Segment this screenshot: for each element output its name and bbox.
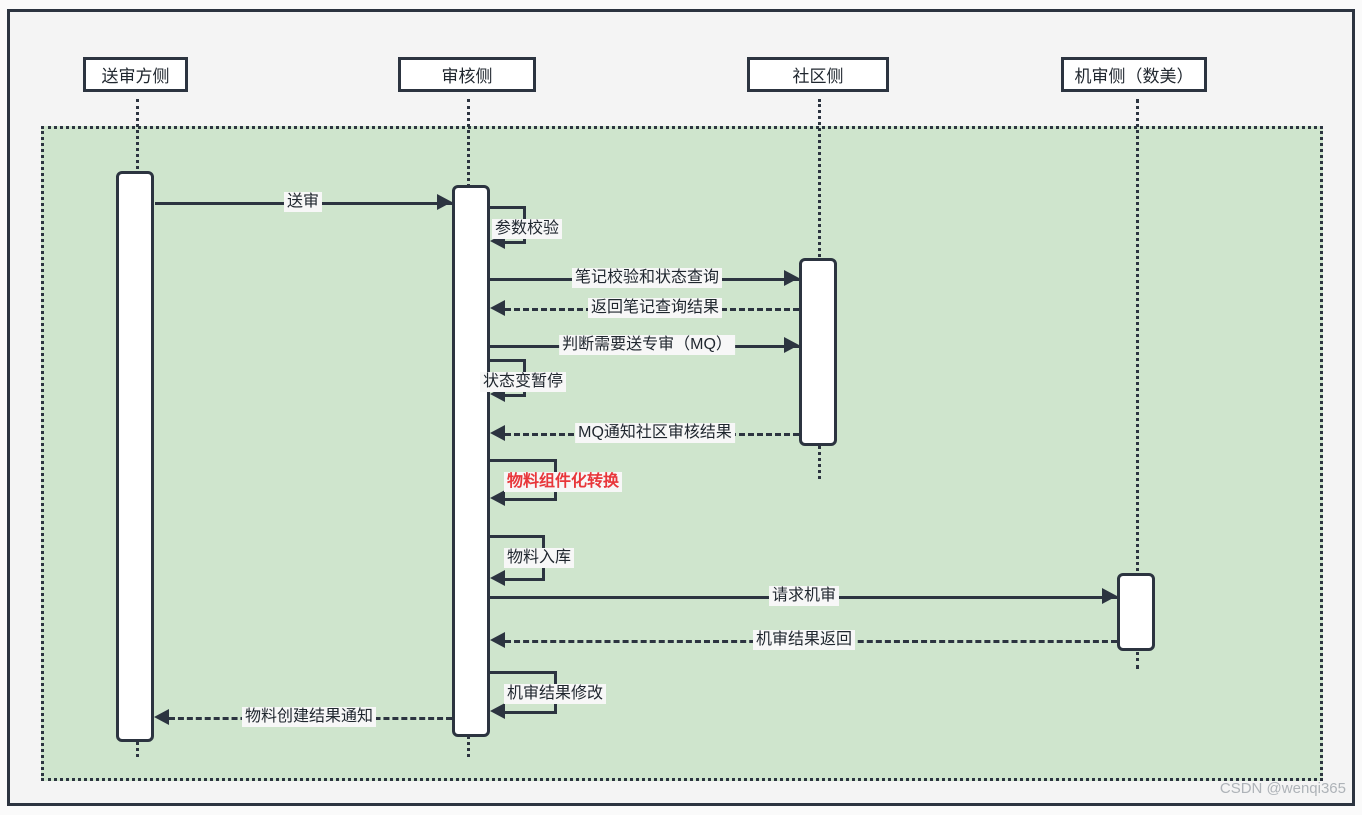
- participant-machine[interactable]: 机审侧（数美）: [1061, 57, 1207, 92]
- message-arrow-m13: [154, 709, 169, 725]
- message-arrow-m12: [490, 703, 505, 719]
- message-label-m11: 机审结果返回: [752, 630, 856, 650]
- message-label-m9: 物料入库: [504, 548, 575, 568]
- participant-label: 社区侧: [792, 67, 844, 86]
- participant-label: 审核侧: [441, 67, 493, 86]
- message-arrow-m4: [490, 300, 505, 316]
- diagram-region-box: [41, 126, 1323, 781]
- participant-reviewer[interactable]: 审核侧: [398, 57, 536, 92]
- participant-label: 机审侧（数美）: [1074, 67, 1194, 86]
- message-label-m6: 状态变暂停: [480, 372, 567, 392]
- message-arrow-m5: [784, 337, 799, 353]
- activation-bar-community: [799, 258, 837, 446]
- message-label-m8: 物料组件化转换: [504, 472, 623, 492]
- message-label-m10: 请求机审: [768, 586, 840, 606]
- message-label-m12: 机审结果修改: [504, 684, 607, 704]
- selfloop-top-m12: [490, 671, 557, 674]
- message-arrow-m11: [490, 632, 505, 648]
- message-arrow-m9: [490, 570, 505, 586]
- participant-submitter[interactable]: 送审方侧: [83, 57, 188, 92]
- activation-bar-machine: [1117, 573, 1155, 651]
- diagram-frame: 送审方侧 审核侧 社区侧 机审侧（数美） 送审 参数校验 笔记校验和状态查询: [7, 9, 1355, 806]
- message-arrow-m8: [490, 490, 505, 506]
- message-arrow-m1: [437, 194, 452, 210]
- watermark: CSDN @wenqi365: [1219, 780, 1346, 797]
- message-label-m5: 判断需要送专审（MQ）: [559, 335, 735, 355]
- message-label-m3: 笔记校验和状态查询: [571, 268, 723, 288]
- activation-bar-reviewer: [452, 185, 490, 737]
- message-label-m7: MQ通知社区审核结果: [575, 423, 735, 443]
- selfloop-bottom-m9: [505, 578, 545, 581]
- selfloop-bottom-m12: [505, 711, 557, 714]
- message-label-m2: 参数校验: [492, 219, 563, 239]
- participant-community[interactable]: 社区侧: [747, 57, 889, 92]
- message-label-m1: 送审: [283, 192, 323, 212]
- message-arrow-m7: [490, 425, 505, 441]
- selfloop-bottom-m6: [505, 394, 526, 397]
- sequence-diagram-canvas: 送审方侧 审核侧 社区侧 机审侧（数美） 送审 参数校验 笔记校验和状态查询: [10, 12, 1358, 803]
- selfloop-bottom-m8: [505, 498, 557, 501]
- selfloop-top-m9: [490, 535, 545, 538]
- selfloop-top-m8: [490, 459, 557, 462]
- lifeline-machine: [1136, 99, 1139, 669]
- message-label-m13: 物料创建结果通知: [241, 707, 377, 727]
- selfloop-top-m2: [490, 206, 526, 209]
- activation-bar-submitter: [116, 171, 154, 742]
- message-label-m4: 返回笔记查询结果: [587, 298, 723, 318]
- participant-label: 送审方侧: [101, 67, 170, 86]
- message-arrow-m10: [1102, 588, 1117, 604]
- selfloop-bottom-m2: [505, 241, 526, 244]
- selfloop-top-m6: [490, 359, 526, 362]
- message-arrow-m3: [784, 270, 799, 286]
